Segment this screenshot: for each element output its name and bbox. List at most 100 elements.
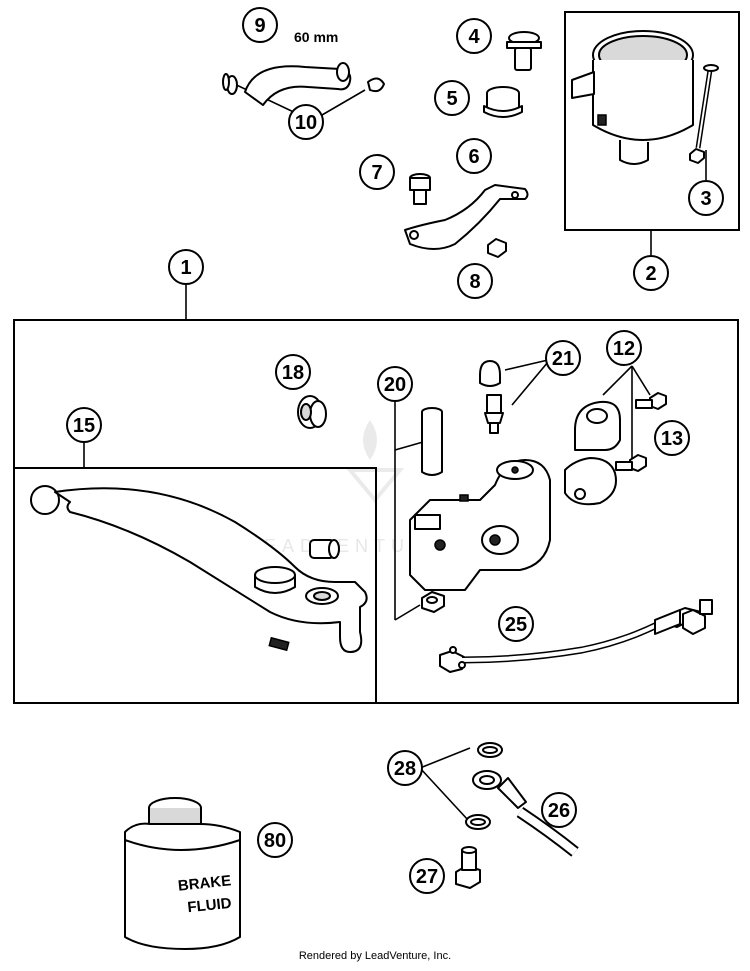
washer-part-28b xyxy=(465,814,491,830)
leader-28b xyxy=(419,767,469,821)
callout-12: 12 xyxy=(606,330,642,366)
reservoir-part-2 xyxy=(571,30,694,165)
callout-circle xyxy=(633,255,669,291)
callout-21: 21 xyxy=(545,340,581,376)
bolt-part-13a xyxy=(635,392,667,410)
reservoir-box xyxy=(564,11,740,231)
callout-label: 1 xyxy=(180,257,191,279)
callout-5: 5 xyxy=(434,80,470,116)
callout-label: 27 xyxy=(416,866,438,888)
callout-circle xyxy=(288,104,324,140)
callout-13: 13 xyxy=(654,420,690,456)
bleeder-part-21 xyxy=(479,360,504,434)
hose-part: 60 mm xyxy=(222,29,385,106)
callout-10: 10 xyxy=(288,104,324,140)
callout-circle xyxy=(168,249,204,285)
clamp-part-12 xyxy=(564,400,621,506)
grommet-part-5 xyxy=(483,86,523,118)
callout-label: 13 xyxy=(661,428,683,450)
master-cylinder-body xyxy=(409,459,551,591)
callout-3: 3 xyxy=(688,180,724,216)
plug-part-18 xyxy=(297,395,327,429)
callout-label: 8 xyxy=(469,271,480,293)
callout-label: 7 xyxy=(371,162,382,184)
callout-1: 1 xyxy=(168,249,204,285)
pin-part-20 xyxy=(421,407,443,476)
callout-label: 15 xyxy=(73,415,95,437)
leader-28a xyxy=(419,747,471,769)
callout-circle xyxy=(409,858,445,894)
callout-circle xyxy=(66,407,102,443)
bolt-part-4 xyxy=(506,31,542,71)
nut-part-8 xyxy=(487,238,507,258)
callout-circle xyxy=(456,18,492,54)
callout-circle xyxy=(457,263,493,299)
callout-circle xyxy=(541,792,577,828)
leader-21b xyxy=(511,361,549,406)
callout-label: 9 xyxy=(254,15,265,37)
callout-circle xyxy=(377,366,413,402)
callout-label: 80 xyxy=(264,830,286,852)
callout-circle xyxy=(688,180,724,216)
callout-circle xyxy=(359,154,395,190)
leader-10b xyxy=(321,89,366,116)
callout-circle xyxy=(545,340,581,376)
callout-label: 20 xyxy=(384,374,406,396)
bracket-part-6 xyxy=(404,184,529,250)
credit-text: Rendered by LeadVenture, Inc. xyxy=(298,950,452,962)
callout-25: 25 xyxy=(498,606,534,642)
callout-circle xyxy=(498,606,534,642)
callout-28: 28 xyxy=(387,750,423,786)
callout-15: 15 xyxy=(66,407,102,443)
nut-part xyxy=(421,591,445,613)
callout-9: 9 xyxy=(242,7,278,43)
screw-part-7 xyxy=(409,173,431,205)
callout-label: 2 xyxy=(645,263,656,285)
brake-line-part-26 xyxy=(472,770,579,857)
callout-circle xyxy=(654,420,690,456)
callout-circle xyxy=(387,750,423,786)
callout-circle xyxy=(606,330,642,366)
callout-circle xyxy=(456,138,492,174)
callout-label: 5 xyxy=(446,88,457,110)
callout-27: 27 xyxy=(409,858,445,894)
callout-6: 6 xyxy=(456,138,492,174)
brake-fluid-label-line1: BRAKE xyxy=(177,872,232,894)
brake-fluid-can-part-80: BRAKE FLUID xyxy=(124,797,241,950)
callout-18: 18 xyxy=(275,354,311,390)
callout-2: 2 xyxy=(633,255,669,291)
leader-21a xyxy=(504,359,549,371)
watermark-text: LEADVENTURE xyxy=(248,536,447,556)
washer-part-28a xyxy=(477,742,503,758)
callout-label: 6 xyxy=(468,146,479,168)
callout-label: 21 xyxy=(552,348,574,370)
callout-label: 10 xyxy=(295,112,317,134)
callout-circle xyxy=(434,80,470,116)
brake-fluid-label-line2: FLUID xyxy=(187,895,233,917)
callout-80: 80 xyxy=(257,822,293,858)
callout-label: 26 xyxy=(548,800,570,822)
leader-20d xyxy=(394,604,421,621)
callout-label: 4 xyxy=(468,26,480,48)
switch-cable-part-25 xyxy=(439,599,713,673)
callout-8: 8 xyxy=(457,263,493,299)
bolt-part-13b xyxy=(615,454,647,472)
dimension-label: 60 mm xyxy=(294,29,338,45)
bolt-part-3 xyxy=(689,64,719,164)
callout-circle xyxy=(275,354,311,390)
callout-4: 4 xyxy=(456,18,492,54)
callout-label: 25 xyxy=(505,614,527,636)
leader-12a xyxy=(602,365,633,396)
lever-part-15 xyxy=(30,485,368,653)
leader-12c xyxy=(631,365,651,396)
banjo-bolt-part-27 xyxy=(455,846,481,889)
callout-7: 7 xyxy=(359,154,395,190)
callout-26: 26 xyxy=(541,792,577,828)
callout-20: 20 xyxy=(377,366,413,402)
callout-circle xyxy=(242,7,278,43)
lever-sub-box xyxy=(14,467,377,703)
callout-label: 28 xyxy=(394,758,416,780)
callout-circle xyxy=(257,822,293,858)
